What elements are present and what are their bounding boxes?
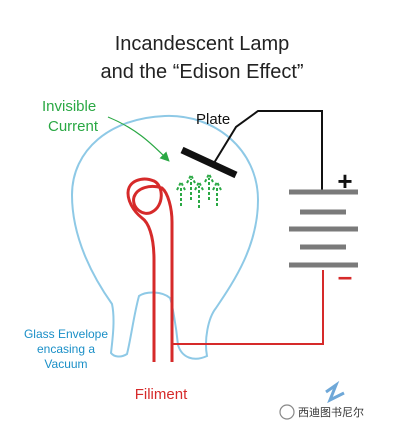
invisible-current-label-2: Current xyxy=(48,118,99,135)
glass-envelope xyxy=(70,114,260,360)
current-arrow-3 xyxy=(194,179,204,208)
plate-label: Plate xyxy=(196,111,230,128)
glass-envelope-label-1: Glass Envelope xyxy=(24,327,108,341)
watermark-logo-icon xyxy=(325,380,345,404)
battery xyxy=(289,189,358,268)
battery-plus-sign: + xyxy=(337,166,352,196)
current-arrow-5 xyxy=(212,179,222,206)
current-arrow-1 xyxy=(176,179,186,206)
current-arrow-2 xyxy=(186,172,196,200)
title-line-1: Incandescent Lamp xyxy=(115,33,290,55)
watermark-text: 西迪图书尼尔 xyxy=(298,406,364,419)
filament xyxy=(126,177,174,362)
watermark: 西迪图书尼尔 xyxy=(279,380,364,420)
return-wire xyxy=(172,270,324,345)
invisible-current-label-1: Invisible xyxy=(42,98,96,115)
plate-wire xyxy=(213,110,323,192)
glass-envelope-label-3: Vacuum xyxy=(44,357,87,371)
current-pointer-arrow xyxy=(107,116,170,162)
filament-label: Filiment xyxy=(135,386,188,403)
battery-minus-sign: – xyxy=(338,261,352,291)
plate xyxy=(180,146,238,179)
current-arrow-4 xyxy=(204,171,214,200)
glass-envelope-label-2: encasing a xyxy=(37,342,95,356)
wechat-icon xyxy=(279,404,295,420)
invisible-current-arrows xyxy=(176,171,222,208)
title-line-2: and the “Edison Effect” xyxy=(100,61,303,83)
